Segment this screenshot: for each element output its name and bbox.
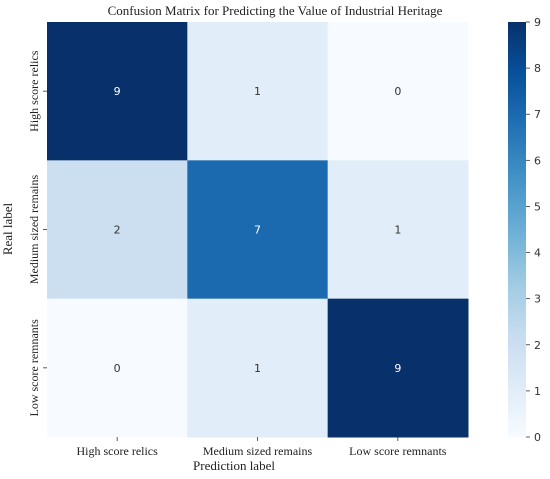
x-tick-label: Medium sized remains [203, 444, 313, 458]
cell-value-label: 7 [254, 224, 261, 237]
heatmap-cell [47, 160, 188, 300]
colorbar-tick-label: 1 [534, 385, 541, 398]
y-tick-label: Low score remnants [27, 319, 41, 417]
cell-value-label: 0 [114, 362, 121, 375]
heatmap-cell [327, 22, 469, 161]
cell-value-label: 2 [114, 224, 121, 237]
colorbar-tick-label: 3 [534, 293, 541, 306]
heatmap-cell [327, 160, 469, 300]
x-tick-label: High score relics [77, 444, 159, 458]
heatmap-cell [187, 298, 329, 438]
heatmap-cell-labels: 9 1 0 2 7 1 0 1 9 [114, 85, 402, 375]
colorbar-tick-label: 5 [534, 200, 541, 213]
colorbar-tick-label: 6 [534, 154, 541, 167]
x-tick-label: Low score remnants [349, 444, 447, 458]
x-axis-label: Prediction label [193, 458, 275, 473]
cell-value-label: 9 [394, 362, 401, 375]
chart-title: Confusion Matrix for Predicting the Valu… [108, 3, 443, 18]
cell-value-label: 1 [254, 85, 261, 98]
colorbar-tick-label: 2 [534, 339, 541, 352]
x-axis-ticks: High score relics Medium sized remains Low… [77, 437, 447, 458]
colorbar-tick-label: 0 [534, 431, 541, 444]
colorbar-tick-label: 9 [534, 16, 541, 29]
cell-value-label: 1 [394, 224, 401, 237]
colorbar-tick-label: 4 [534, 247, 541, 260]
colorbar-tick-label: 8 [534, 62, 541, 75]
cell-value-label: 1 [254, 362, 261, 375]
y-tick-label: Medium sized remains [27, 175, 41, 285]
colorbar [508, 22, 526, 437]
heatmap-cell [187, 22, 329, 161]
colorbar-tick-label: 7 [534, 108, 541, 121]
cell-value-label: 9 [114, 85, 121, 98]
heatmap-cell [187, 160, 329, 300]
heatmap-cells [47, 22, 469, 438]
cell-value-label: 0 [394, 85, 401, 98]
heatmap-cell [47, 22, 188, 161]
heatmap-cell [327, 298, 469, 438]
y-axis-label: Real label [0, 202, 15, 255]
y-tick-label: High score relics [27, 50, 41, 132]
colorbar-ticks: 0 1 2 3 4 5 6 7 8 9 [526, 16, 541, 444]
heatmap-cell [47, 298, 188, 438]
